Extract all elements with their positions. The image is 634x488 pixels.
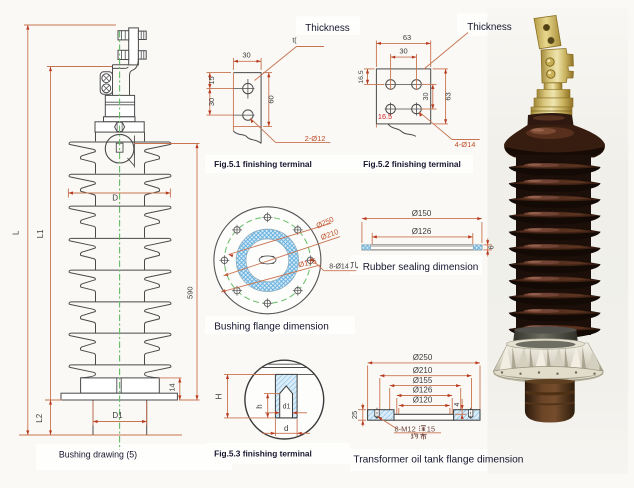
svg-text:14: 14 [167,383,176,391]
svg-text:30: 30 [399,46,407,55]
svg-text:L1: L1 [36,229,45,238]
svg-text:Ø155: Ø155 [413,376,433,385]
svg-text:Ø250: Ø250 [413,353,433,362]
svg-text:30: 30 [242,51,250,60]
svg-text:Thickness: Thickness [467,22,512,33]
svg-text:590: 590 [185,286,194,299]
svg-text:63: 63 [403,33,411,42]
svg-text:6: 6 [489,245,496,249]
svg-text:Fig.5.1 finishing terminal: Fig.5.1 finishing terminal [214,159,312,169]
svg-text:16.5: 16.5 [358,70,365,83]
svg-text:30: 30 [421,93,430,101]
svg-text:t(: t( [292,38,297,45]
svg-text:d: d [284,424,288,433]
svg-text:8-Ø14: 8-Ø14 [329,263,349,270]
svg-text:L: L [11,230,20,235]
svg-text:15: 15 [207,76,216,84]
svg-text:Ø210: Ø210 [319,227,339,242]
svg-text:d1: d1 [283,404,291,411]
svg-text:D1: D1 [112,411,123,420]
svg-text:D: D [112,193,118,202]
svg-text:Ø210: Ø210 [413,366,433,375]
svg-text:Ø150: Ø150 [412,209,432,218]
svg-text:2-Ø12: 2-Ø12 [305,134,326,143]
svg-text:Ø120: Ø120 [413,396,433,405]
svg-text:H: H [215,393,224,399]
svg-text:Fig.5.2 finishing terminal: Fig.5.2 finishing terminal [363,159,461,169]
svg-text:8-M12: 8-M12 [395,424,416,433]
svg-text:25: 25 [350,411,359,419]
svg-text:Thickness: Thickness [305,23,350,34]
svg-text:16.5: 16.5 [378,112,392,121]
svg-text:Bushing drawing (5): Bushing drawing (5) [59,450,137,460]
svg-text:Rubber sealing dimension: Rubber sealing dimension [363,262,479,273]
svg-text:15: 15 [427,424,435,433]
svg-text:Ø126: Ø126 [412,227,432,236]
svg-text:63: 63 [443,92,452,100]
svg-text:Transformer oil tank flange di: Transformer oil tank flange dimension [353,454,523,465]
svg-text:L2: L2 [35,413,44,422]
svg-text:Fig.5.3 finishing terminal: Fig.5.3 finishing terminal [214,449,312,459]
svg-text:60: 60 [267,95,276,103]
svg-text:4-Ø14: 4-Ø14 [455,140,476,149]
svg-text:Ø126: Ø126 [413,386,433,395]
svg-text:h: h [255,404,264,408]
svg-text:30: 30 [207,98,216,106]
svg-text:Bushing flange dimension: Bushing flange dimension [214,321,329,332]
svg-text:4: 4 [454,402,461,406]
